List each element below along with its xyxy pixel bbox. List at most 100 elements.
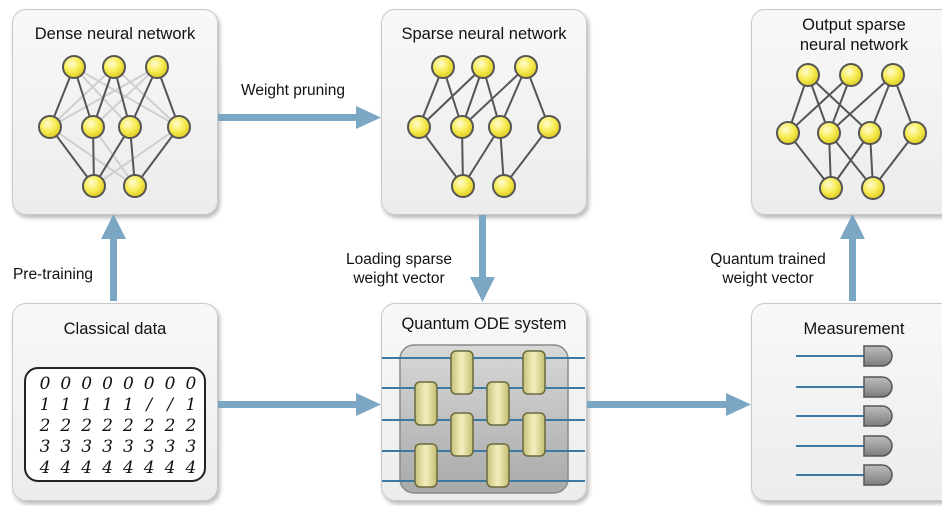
network-node: [102, 55, 126, 79]
digit: 2: [164, 416, 176, 436]
network-node: [81, 115, 105, 139]
arrow-loading-head: [470, 277, 495, 302]
digit: 4: [102, 458, 113, 478]
digit: 0: [143, 374, 155, 394]
digit: 4: [164, 458, 176, 478]
network-node: [82, 174, 106, 198]
quantum-gate: [450, 350, 474, 395]
classical-data-title: Classical data: [63, 320, 167, 338]
digit: 2: [122, 416, 134, 436]
network-node: [123, 174, 147, 198]
network-node: [38, 115, 62, 139]
network-node: [817, 121, 841, 145]
network-node: [488, 115, 512, 139]
quantum-trained-label: Quantum trained weight vector: [710, 251, 826, 287]
sparse-network-graph: [407, 55, 561, 198]
digit: 0: [122, 374, 134, 394]
measurement-meter-icon: [863, 435, 893, 457]
digit: 3: [39, 437, 51, 457]
digit: 4: [60, 458, 72, 478]
dense-network-panel: Dense neural network: [12, 9, 218, 215]
digit: 3: [185, 437, 197, 457]
network-node: [881, 63, 905, 87]
network-node: [858, 121, 882, 145]
arrow-weight-pruning-shaft: [218, 114, 358, 121]
measurement-panel: Measurement: [751, 303, 942, 501]
digit: 2: [102, 416, 113, 436]
digit: 4: [39, 458, 51, 478]
digit: 1: [185, 395, 197, 415]
measurement-meter-icon: [863, 405, 893, 427]
arrow-trained-shaft: [849, 237, 856, 301]
digit: 1: [39, 395, 51, 415]
measurement-meters: [796, 345, 893, 486]
weight-pruning-label: Weight pruning: [241, 82, 345, 99]
network-node: [62, 55, 86, 79]
digit: 2: [60, 416, 72, 436]
digit: 1: [102, 395, 113, 415]
quantum-gate: [450, 412, 474, 457]
network-node: [796, 63, 820, 87]
arrow-classical-quantum-shaft: [218, 401, 358, 408]
network-node: [537, 115, 561, 139]
arrow-quantum-measurement-shaft: [587, 401, 728, 408]
network-node: [839, 63, 863, 87]
network-node: [431, 55, 455, 79]
digit: 1: [81, 395, 93, 415]
digit: 1: [122, 395, 134, 415]
arrow-pretraining-head: [101, 214, 126, 239]
arrow-quantum-measurement-head: [726, 393, 751, 416]
quantum-circuit: [382, 344, 585, 494]
digit: 0: [102, 374, 113, 394]
output-network-title: Output sparse neural network: [799, 16, 909, 54]
arrow-loading-shaft: [479, 215, 486, 279]
digit: 4: [185, 458, 197, 478]
quantum-gate: [414, 381, 438, 426]
arrow-pretraining-shaft: [110, 237, 117, 301]
arrow-trained-head: [840, 214, 865, 239]
quantum-gate: [486, 381, 510, 426]
digit: 4: [122, 458, 134, 478]
quantum-gate: [486, 443, 510, 488]
network-node: [471, 55, 495, 79]
loading-sparse-label: Loading sparse weight vector: [346, 251, 452, 287]
digit: 3: [60, 437, 72, 457]
sparse-network-title: Sparse neural network: [401, 25, 567, 43]
quantum-ode-title: Quantum ODE system: [401, 315, 567, 333]
digit: 4: [143, 458, 155, 478]
arrows: [101, 106, 865, 416]
measurement-meter-icon: [863, 345, 893, 367]
digit: 0: [164, 374, 176, 394]
network-node: [450, 115, 474, 139]
network-node: [903, 121, 927, 145]
arrow-classical-quantum-head: [356, 393, 381, 416]
network-node: [514, 55, 538, 79]
network-node: [776, 121, 800, 145]
network-node: [819, 176, 843, 200]
digit: /: [146, 395, 153, 415]
digit: 2: [39, 416, 51, 436]
quantum-gate: [414, 443, 438, 488]
quantum-gate: [522, 350, 546, 395]
digit: 0: [81, 374, 93, 394]
network-node: [492, 174, 516, 198]
digit: 0: [39, 374, 51, 394]
network-node: [167, 115, 191, 139]
digit: 3: [143, 437, 155, 457]
measurement-meter-icon: [863, 376, 893, 398]
measurement-meter-icon: [863, 464, 893, 486]
digit: 1: [60, 395, 72, 415]
digit: 4: [81, 458, 93, 478]
network-node: [861, 176, 885, 200]
digit: 3: [81, 437, 93, 457]
output-network-graph: [776, 63, 927, 200]
digit: 0: [185, 374, 197, 394]
digit: 0: [60, 374, 72, 394]
digit: 3: [122, 437, 134, 457]
digit: 2: [81, 416, 93, 436]
